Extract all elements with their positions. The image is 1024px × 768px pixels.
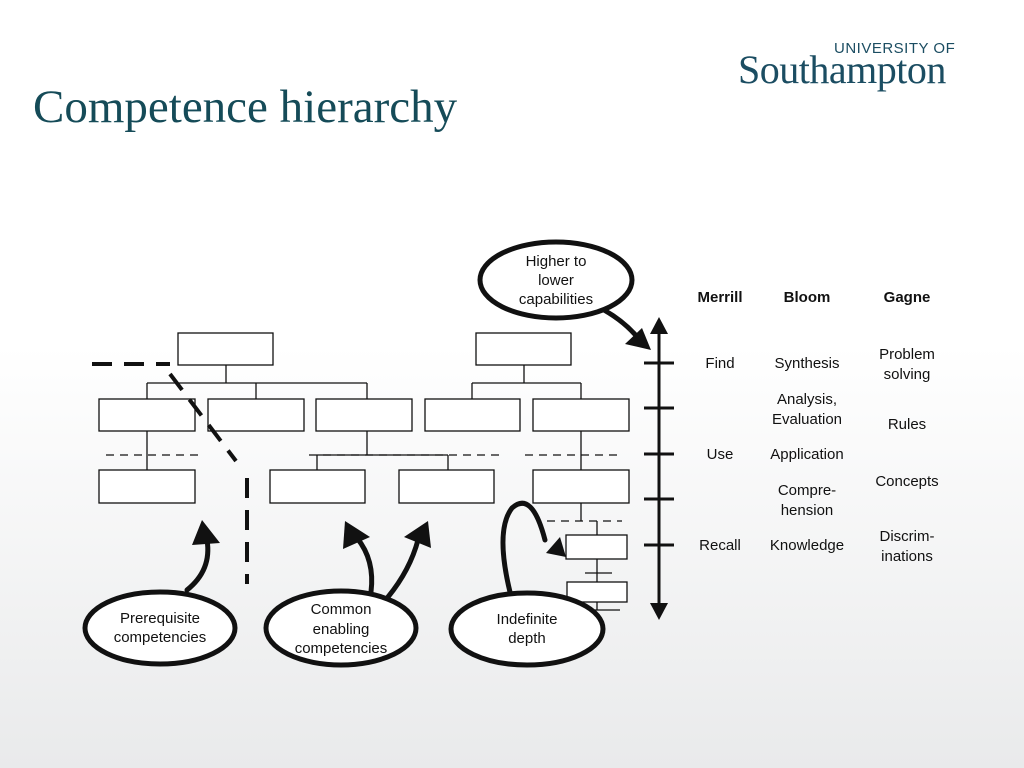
arrow-higher-to-lower (601, 307, 641, 341)
arrow-prerequisite (184, 537, 211, 593)
bubble-prereq-line-1: Prerequisite (120, 610, 200, 627)
bubble-indefinite-line-1: Indefinite (497, 611, 558, 628)
header-bloom: Bloom (784, 289, 831, 306)
bubble-common-line-2: enabling (313, 621, 370, 638)
bubble-higher-line-1: Higher to (526, 253, 587, 270)
merrill-recall: Recall (699, 537, 741, 554)
arrow-indefinite (500, 500, 548, 595)
gagne-discrim-1: Discrim- (880, 528, 935, 545)
tree-node-l3-4 (532, 469, 630, 504)
university-logo: UNIVERSITY OF Southampton (738, 38, 988, 100)
gagne-solving: solving (884, 366, 931, 383)
bloom-evaluation: Evaluation (772, 411, 842, 428)
bubble-indefinite-line-2: depth (508, 630, 546, 647)
merrill-use: Use (707, 446, 734, 463)
bloom-comprehension-2: hension (781, 502, 834, 519)
gagne-problem: Problem (879, 346, 935, 363)
tree-node-l2-4 (424, 398, 521, 432)
bubble-common: Common enabling competencies (263, 588, 419, 668)
tree-node-deep-1 (565, 534, 628, 560)
tree-node-l2-2 (207, 398, 305, 432)
bubble-prerequisite: Prerequisite competencies (82, 589, 238, 667)
logo-top-line: UNIVERSITY OF (834, 40, 956, 57)
tree-node-root-left (177, 332, 274, 366)
gagne-discrim-2: inations (881, 548, 933, 565)
tree-node-l3-1 (98, 469, 196, 504)
bloom-application: Application (770, 446, 843, 463)
tree-node-l3-3 (398, 469, 495, 504)
bubble-higher-line-2: lower (538, 272, 574, 289)
axis-arrow-down (650, 603, 668, 620)
arrow-common-right (385, 537, 421, 600)
merrill-find: Find (705, 355, 734, 372)
bloom-synthesis: Synthesis (774, 355, 839, 372)
prerequisite-boundary (92, 362, 249, 584)
bubble-prereq-line-2: competencies (114, 629, 207, 646)
tree-node-root-right (475, 332, 572, 366)
arrow-common-left (354, 535, 375, 595)
hierarchy-tree (98, 332, 630, 611)
bloom-knowledge: Knowledge (770, 537, 844, 554)
bubble-indefinite-depth: Indefinite depth (448, 590, 606, 668)
tree-node-l2-1 (98, 398, 196, 432)
header-merrill: Merrill (697, 289, 742, 306)
tree-node-l2-5 (532, 398, 630, 432)
bubble-higher-to-lower: Higher to lower capabilities (477, 239, 635, 321)
axis-arrow-up (650, 317, 668, 334)
bloom-analysis: Analysis, (777, 391, 837, 408)
gagne-rules: Rules (888, 416, 926, 433)
tree-node-l3-2 (269, 469, 366, 504)
bloom-comprehension-1: Compre- (778, 482, 836, 499)
logo-main-line: Southampton (738, 47, 946, 92)
gagne-concepts: Concepts (875, 473, 938, 490)
bubble-higher-line-3: capabilities (519, 291, 593, 308)
capability-scale-axis (644, 330, 674, 605)
slide-title: Competence hierarchy (33, 81, 458, 133)
tree-node-l2-3 (315, 398, 413, 432)
bubble-common-line-1: Common (311, 601, 372, 618)
bubble-common-line-3: competencies (295, 640, 388, 657)
callout-arrowheads (192, 328, 651, 557)
callout-arrows (184, 307, 641, 600)
header-gagne: Gagne (884, 289, 931, 306)
